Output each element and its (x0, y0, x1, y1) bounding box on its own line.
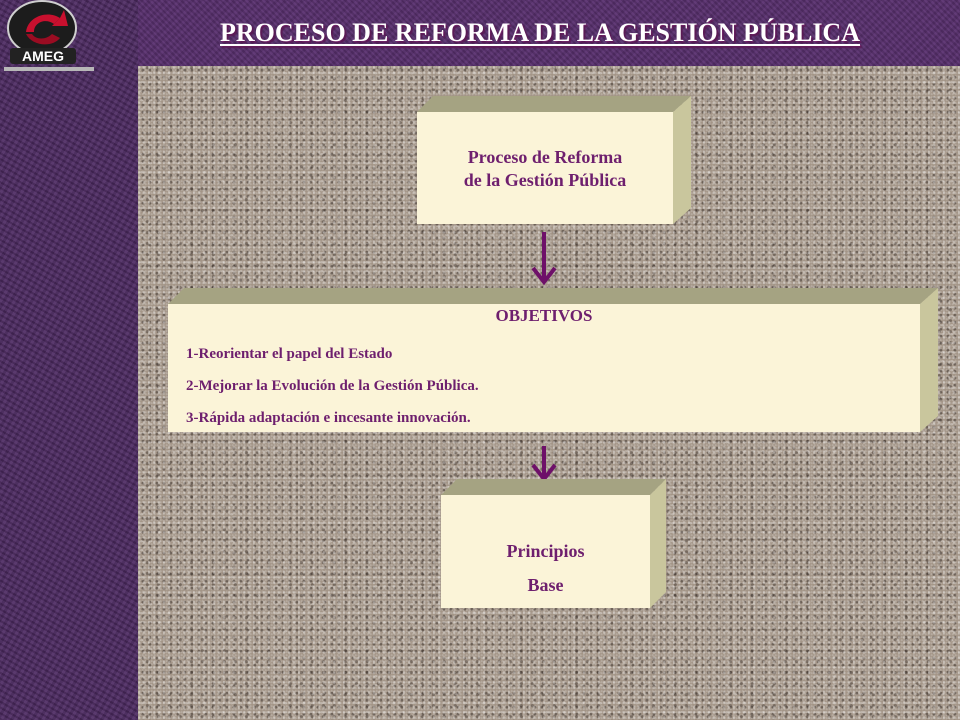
box-base-principles-text: Principios Base (441, 534, 650, 602)
objectives-heading: OBJETIVOS (495, 306, 593, 325)
box-reform-process-text: Proceso de Reforma de la Gestión Pública (417, 146, 673, 192)
box-reform-process: Proceso de Reforma de la Gestión Pública (417, 96, 691, 224)
box-reform-line-2: de la Gestión Pública (463, 170, 627, 190)
logo-text: AMEG (22, 48, 64, 64)
objective-item: 2-Mejorar la Evolución de la Gestión Púb… (186, 378, 479, 394)
box-reform-line-1: Proceso de Reforma (467, 147, 623, 167)
ameg-logo: AMEG (4, 0, 94, 71)
box-base-principles: Principios Base (441, 479, 666, 608)
box-base-line-1: Principios (506, 541, 585, 561)
objective-item: 3-Rápida adaptación e incesante innovaci… (186, 410, 471, 426)
objective-item: 1-Reorientar el papel del Estado (186, 346, 393, 362)
left-band (0, 0, 138, 720)
box-objectives: OBJETIVOS 1-Reorientar el papel del Esta… (168, 288, 938, 432)
page-title: PROCESO DE REFORMA DE LA GESTIÓN PÚBLICA (220, 18, 860, 47)
arrow-down-icon (531, 232, 557, 286)
box-base-line-2: Base (527, 575, 564, 595)
objectives-list: 1-Reorientar el papel del Estado 2-Mejor… (186, 343, 479, 439)
arrow-down-icon (531, 446, 557, 482)
